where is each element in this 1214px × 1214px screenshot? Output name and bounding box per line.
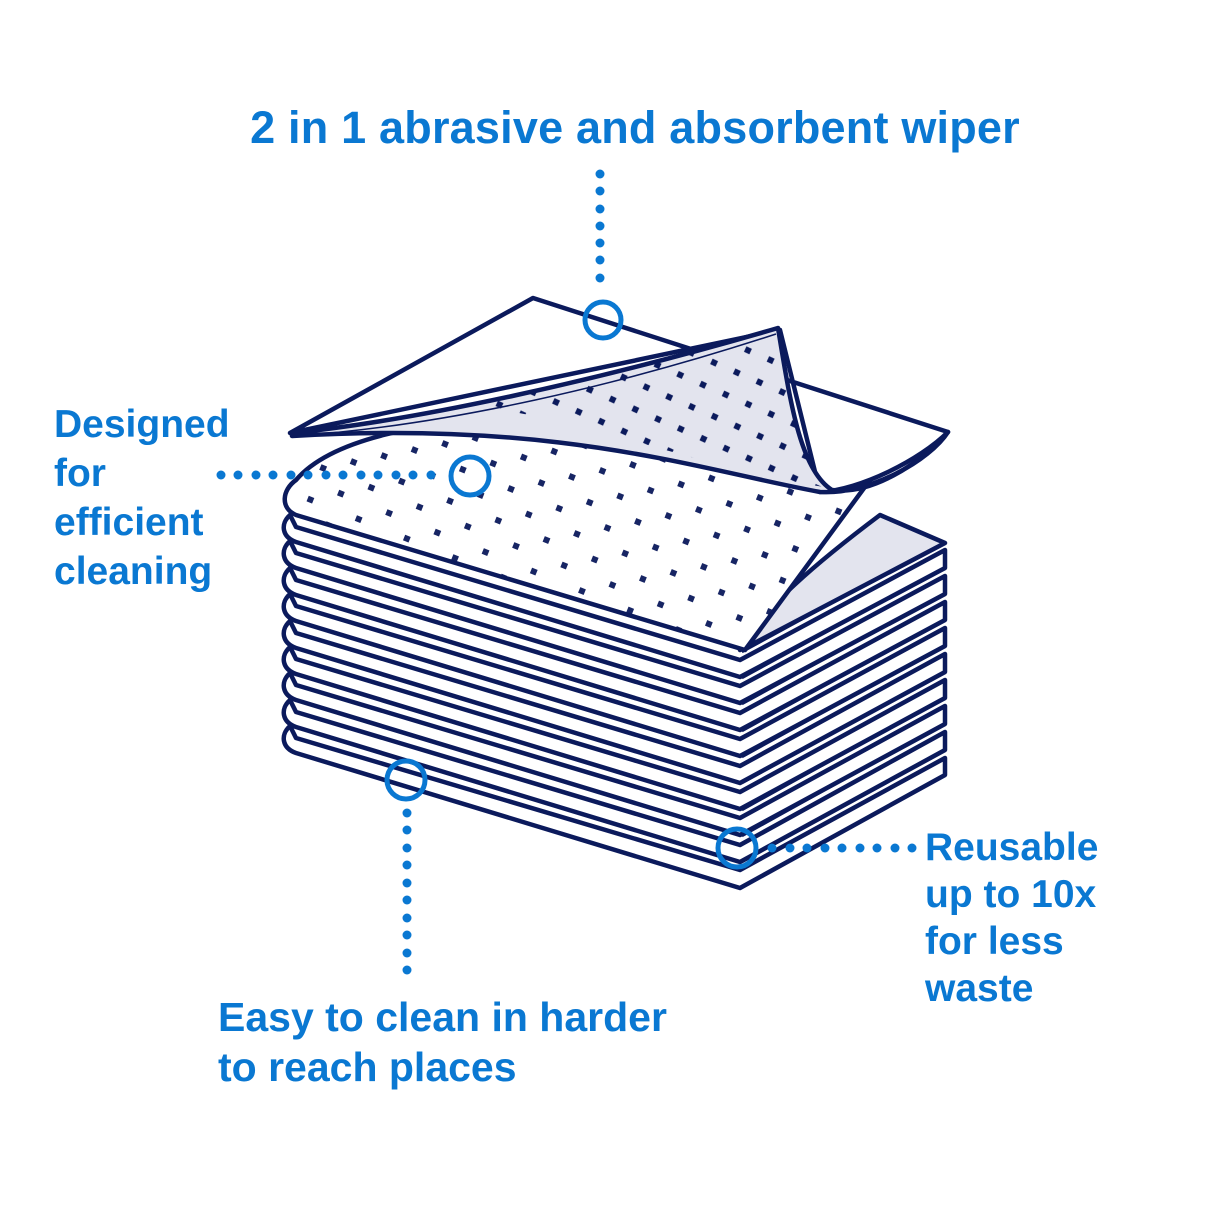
callout-bottom-label: Easy to clean in harder to reach places — [218, 994, 667, 1090]
callout-circle-icon — [715, 826, 759, 870]
callout-left-label: Designed for efficient cleaning — [54, 403, 230, 593]
callout-circle-icon — [448, 454, 492, 498]
callout-circle-icon — [582, 299, 624, 341]
callout-right-label: Reusable up to 10x for less waste — [925, 826, 1099, 1010]
callout-markers — [384, 299, 759, 870]
dotted-leader-lines — [216, 169, 917, 975]
callout-circle-icon — [384, 758, 428, 802]
callout-top-label: 2 in 1 abrasive and absorbent wiper — [250, 102, 1020, 153]
